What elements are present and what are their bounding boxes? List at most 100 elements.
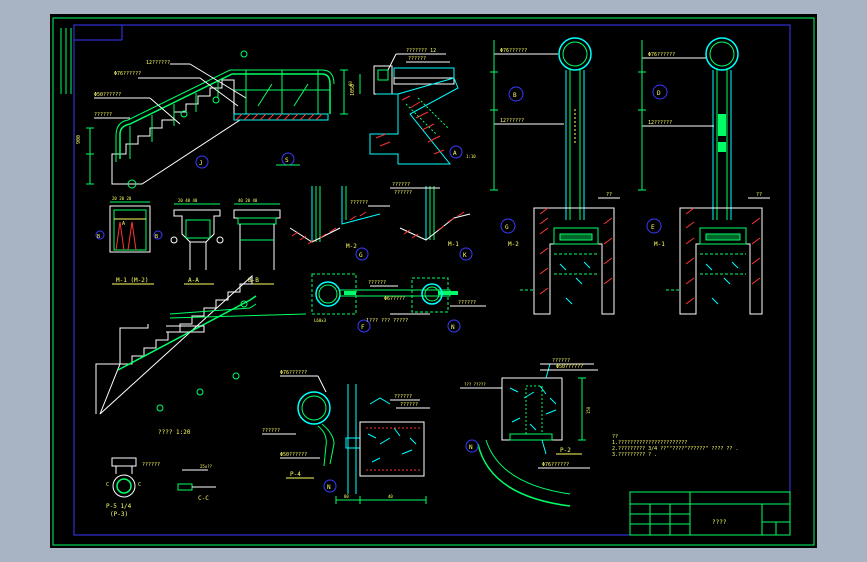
svg-text:1050: 1050 (350, 84, 356, 96)
label-aa: A-A (188, 277, 199, 284)
svg-text:Φ76??????: Φ76?????? (114, 71, 141, 77)
callout-k: K (463, 252, 467, 259)
callout-b: B (513, 92, 517, 99)
dim-40: 40 (388, 494, 393, 499)
cad-drawing: 12?????? Φ76?????? Φ50?????? ?????? 900 … (52, 17, 815, 546)
notes: ?? 1.??????????????????????? 2.?????????… (612, 434, 738, 458)
svg-text:Φ50??????: Φ50?????? (280, 452, 307, 458)
callout-a: A (453, 150, 457, 157)
label-p5: P-5 1/4 (106, 503, 132, 510)
label-m1: M-1 (448, 241, 459, 248)
svg-text:???? 1:20: ???? 1:20 (158, 429, 191, 436)
svg-text:12??????: 12?????? (500, 118, 524, 124)
detail-k: ?????? ?????? M-1 K (390, 182, 473, 261)
svg-text:??: ?? (606, 192, 612, 198)
label-bb: B-B (248, 277, 259, 284)
svg-text:??????: ?????? (368, 280, 386, 286)
svg-text:??????: ?????? (392, 182, 410, 188)
outer-frame (52, 17, 815, 546)
svg-text:Φ50??????: Φ50?????? (94, 92, 121, 98)
detail-g: ?????? M-2 G (289, 186, 390, 261)
svg-text:Φ50??????: Φ50?????? (556, 364, 583, 370)
label-m2: M-2 (346, 243, 357, 250)
stair-handrail-elevation: ???? 1:20 (95, 274, 307, 436)
notes-line-2: 2.????????? 3/4 ??""????"??????" ???? ??… (612, 446, 738, 452)
svg-text:20 20 20: 20 20 20 (112, 196, 132, 201)
p5-callout-c-left: C (106, 482, 109, 488)
svg-text:L60x3: L60x3 (314, 318, 327, 323)
callout-j-label: J (199, 160, 203, 167)
callout-n-bottom: N (327, 484, 331, 491)
m1-callout-b-right: B (155, 234, 158, 240)
section-aa: 20 40 40 A-A (170, 198, 224, 285)
svg-text:Φ76??????: Φ76?????? (648, 52, 675, 58)
callout-g-right: G (505, 224, 509, 231)
detail-b-g: Φ76?????? 12?????? ?? B G M-2 (490, 37, 620, 315)
svg-text:??????? 12: ??????? 12 (406, 48, 436, 54)
svg-text:??????: ?????? (400, 402, 418, 408)
callout-s-label: S (285, 157, 289, 164)
dim-80: 80 (344, 494, 349, 499)
binding-strip (60, 25, 123, 94)
svg-text:??????: ?????? (350, 200, 368, 206)
detail-cc: 25x?? C-C (177, 464, 216, 502)
svg-text:??????: ?????? (408, 56, 426, 62)
drawing-sheet: 12?????? Φ76?????? Φ50?????? ?????? 900 … (50, 14, 817, 548)
detail-f-n: ?????? Φ6????? 1??? ??? ????? ?????? L60… (311, 273, 486, 333)
svg-text:??????: ?????? (458, 300, 476, 306)
svg-text:??????: ?????? (262, 428, 280, 434)
dim-150: 150 (586, 406, 591, 414)
section-bb: 40 20 40 B-B (233, 198, 281, 285)
detail-a: ??????? 12 ?????? A 1:10 60 (348, 48, 476, 165)
svg-text:Φ6?????: Φ6????? (384, 296, 405, 302)
drawing-title: ???? (712, 519, 727, 526)
p5-callout-c-right: C (138, 482, 141, 488)
detail-p2: N ??? ????? ?????? Φ50?????? Φ76?????? P… (460, 358, 598, 507)
stair-elevation: 12?????? Φ76?????? Φ50?????? ?????? 900 … (76, 50, 356, 189)
callout-n-p2: N (469, 444, 473, 451)
svg-text:20 40 40: 20 40 40 (178, 198, 198, 203)
svg-text:??????: ?????? (94, 112, 112, 118)
m1-callout-b-left: B (97, 234, 100, 240)
inner-frame (73, 24, 791, 536)
label-m1-m2: M-1 (M-2) (116, 277, 149, 284)
svg-text:??: ?? (756, 192, 762, 198)
svg-text:900: 900 (76, 135, 82, 144)
label-p2: P-2 (560, 447, 571, 454)
label-p3: (P-3) (110, 511, 128, 518)
svg-text:12??????: 12?????? (648, 120, 672, 126)
svg-text:??????: ?????? (552, 358, 570, 364)
label-cc: C-C (198, 495, 209, 502)
svg-text:60: 60 (348, 81, 353, 86)
notes-line-3: 3.????????? ? . (612, 452, 657, 458)
callout-n: N (451, 324, 455, 331)
svg-text:??? ?????: ??? ????? (464, 382, 486, 387)
svg-text:??????: ?????? (394, 394, 412, 400)
svg-text:Φ76??????: Φ76?????? (542, 462, 569, 468)
notes-heading: ?? (612, 434, 618, 440)
title-block (629, 491, 791, 536)
svg-text:??????: ?????? (142, 462, 160, 468)
svg-text:40 20 40: 40 20 40 (238, 198, 258, 203)
callout-f: F (361, 324, 365, 331)
section-m1: B B A 20 20 20 M-1 (M-2) (95, 196, 163, 285)
svg-text:25x??: 25x?? (200, 464, 213, 469)
callout-e: E (651, 224, 655, 231)
detail-d-e: Φ76?????? 12?????? ?? D E M-1 (638, 37, 770, 315)
svg-text:1??? ??? ?????: 1??? ??? ????? (366, 318, 408, 324)
callout-d: D (657, 90, 661, 97)
detail-p5: C C ?????? P-5 1/4 (P-3) (106, 457, 160, 518)
svg-text:Φ76??????: Φ76?????? (280, 370, 307, 376)
detail-n-p4: Φ76?????? ?????? Φ50?????? ?????? ??????… (262, 370, 430, 504)
callout-s: S J (195, 152, 300, 169)
svg-text:Φ76??????: Φ76?????? (500, 48, 527, 54)
svg-text:??????: ?????? (394, 190, 412, 196)
label-m2-right: M-2 (508, 241, 519, 248)
label-p4: P-4 (290, 471, 301, 478)
notes-line-1: 1.??????????????????????? (612, 440, 687, 446)
m1-callout-a: A (122, 221, 125, 227)
label-m1-right: M-1 (654, 241, 665, 248)
svg-text:1:10: 1:10 (466, 154, 476, 159)
callout-g: G (359, 252, 363, 259)
svg-text:12??????: 12?????? (146, 60, 170, 66)
